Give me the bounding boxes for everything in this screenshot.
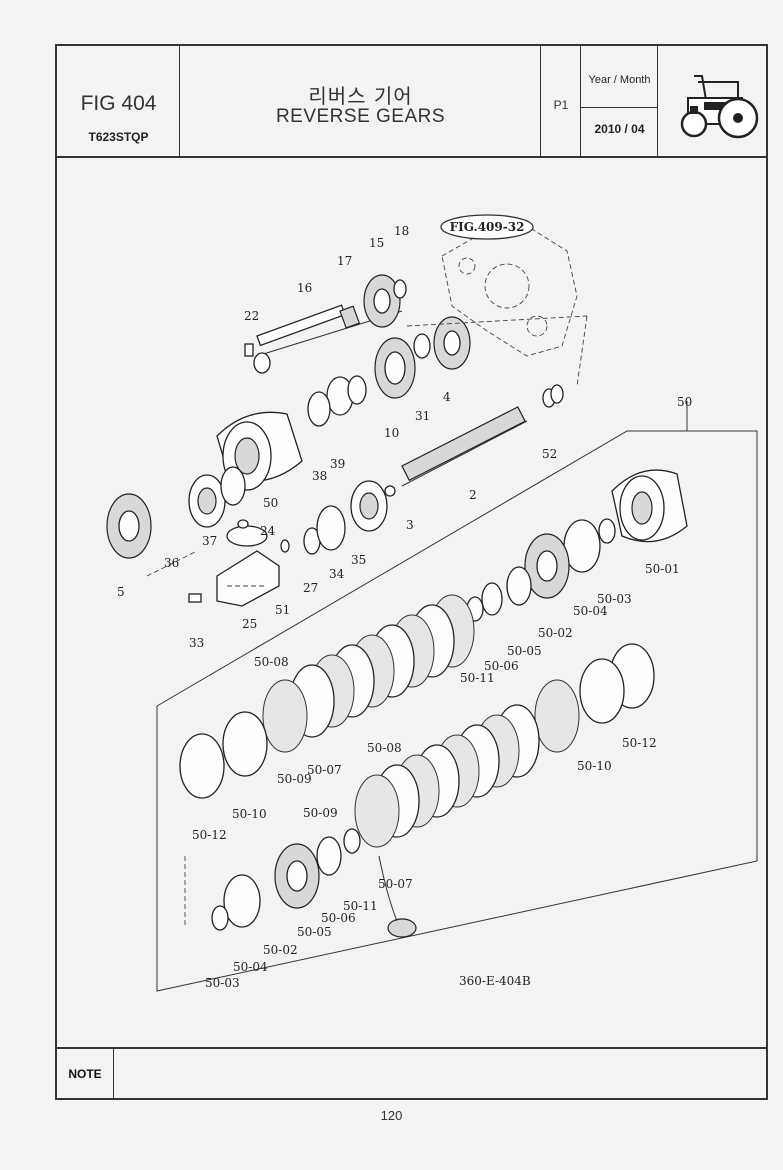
label-4: 4 (443, 390, 451, 404)
label-50-12-left: 50-12 (192, 828, 227, 842)
label-39: 39 (330, 457, 345, 471)
label-50-06-lower: 50-06 (321, 911, 356, 925)
clutch-pack (179, 469, 688, 938)
label-27: 27 (303, 581, 318, 595)
label-15: 15 (369, 236, 384, 250)
label-22: 22 (244, 309, 259, 323)
title-korean: 리버스 기어 (308, 84, 413, 108)
header-table: FIG 404 T623STQP 리버스 기어 REVERSE GEARS P1… (57, 46, 766, 158)
label-18: 18 (394, 224, 409, 238)
label-50-11-lower: 50-11 (343, 899, 378, 913)
ref-callout: FIG.409-32 (450, 220, 525, 234)
label-50-08-upper: 50-08 (254, 655, 289, 669)
label-50-assembly: 50 (677, 395, 692, 409)
label-50-02-lower: 50-02 (263, 943, 298, 957)
label-10: 10 (384, 426, 399, 440)
label-50-12-right: 50-12 (622, 736, 657, 750)
exploded-parts-diagram: FIG.409-32 (106, 214, 758, 992)
label-50-04-upper: 50-04 (573, 604, 608, 618)
page-cell: P1 (541, 46, 581, 156)
ref-callout-oval (440, 214, 534, 240)
label-50-05-upper: 50-05 (507, 644, 542, 658)
label-50-10-right: 50-10 (577, 759, 612, 773)
label-50-07-upper: 50-07 (307, 763, 342, 777)
page-number: 120 (380, 1108, 403, 1123)
label-50-11-upper: 50-11 (460, 671, 495, 685)
label-38: 38 (312, 469, 327, 483)
page-frame: FIG 404 T623STQP 리버스 기어 REVERSE GEARS P1… (55, 44, 768, 1100)
label-31: 31 (415, 409, 430, 423)
label-51: 51 (275, 603, 290, 617)
page-label: P1 (553, 98, 569, 112)
drawing-code: 360-E-404B (459, 974, 531, 988)
label-16: 16 (297, 281, 312, 295)
label-50-08-lower: 50-08 (367, 741, 402, 755)
clutch-pack-frame (156, 430, 758, 992)
label-50-02-upper: 50-02 (538, 626, 573, 640)
label-50-04-lower: 50-04 (233, 960, 268, 974)
label-50: 50 (263, 496, 278, 510)
date-label: Year / Month (581, 46, 658, 108)
label-25: 25 (242, 617, 257, 631)
model-code: T623STQP (88, 130, 149, 144)
label-52: 52 (542, 447, 557, 461)
title-english: REVERSE GEARS (275, 106, 446, 127)
label-3: 3 (406, 518, 414, 532)
label-50-06-upper: 50-06 (484, 659, 519, 673)
title-cell: 리버스 기어 REVERSE GEARS (180, 46, 541, 156)
label-17: 17 (337, 254, 352, 268)
label-36: 36 (164, 556, 179, 570)
label-35: 35 (351, 553, 366, 567)
label-50-05-lower: 50-05 (297, 925, 332, 939)
label-37: 37 (202, 534, 217, 548)
note-label: NOTE (57, 1049, 114, 1100)
part-labels: 18 15 17 16 22 4 31 10 39 38 50 50 52 2 … (117, 224, 692, 990)
label-50-03-upper: 50-03 (597, 592, 632, 606)
label-50-09-lower: 50-09 (303, 806, 338, 820)
label-50-03-lower: 50-03 (205, 976, 240, 990)
label-34: 34 (329, 567, 345, 581)
fig-cell: FIG 404 T623STQP (57, 46, 180, 156)
label-5: 5 (117, 585, 125, 599)
tractor-icon (680, 75, 759, 139)
label-50-07-lower: 50-07 (378, 877, 413, 891)
label-50-09-upper: 50-09 (277, 772, 312, 786)
label-33: 33 (189, 636, 204, 650)
note-row: NOTE (57, 1047, 766, 1100)
upper-assembly (106, 274, 588, 607)
date-value: 2010 / 04 (594, 122, 645, 136)
label-24: 24 (260, 524, 276, 538)
label-50-10-left: 50-10 (232, 807, 267, 821)
date-cell: Year / Month 2010 / 04 (581, 46, 658, 156)
icon-cell (658, 46, 766, 156)
label-2: 2 (469, 488, 477, 502)
figure-number: FIG 404 (80, 92, 157, 115)
label-50-01: 50-01 (645, 562, 680, 576)
